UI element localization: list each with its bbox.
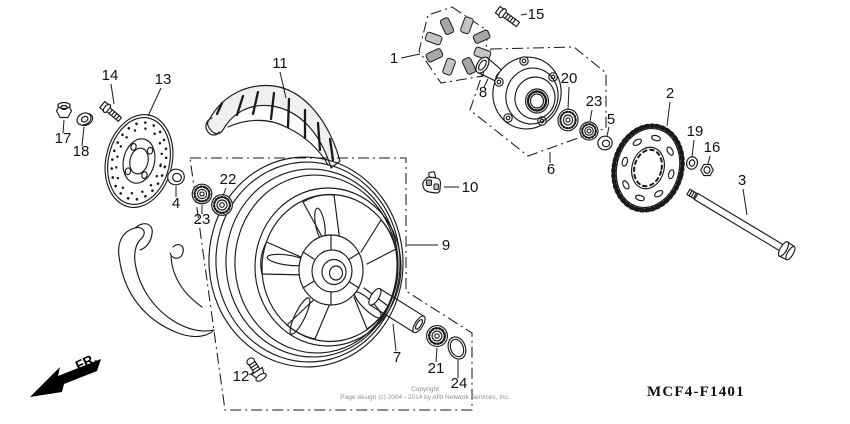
washer bbox=[76, 112, 94, 127]
copyright-line2: Page design (c) 2004 - 2014 by ARI Netwo… bbox=[340, 394, 510, 401]
tire-upper-section bbox=[205, 84, 341, 169]
oil-seal bbox=[557, 108, 579, 132]
axle-nut bbox=[55, 101, 73, 119]
leader-line-5 bbox=[606, 126, 610, 137]
rear-wheel bbox=[208, 156, 404, 368]
wheel-bearing-left bbox=[191, 183, 213, 205]
leader-line-3 bbox=[742, 188, 748, 216]
part-label-24[interactable]: 24 bbox=[451, 375, 468, 392]
part-label-2[interactable]: 2 bbox=[666, 85, 674, 102]
leader-line-1 bbox=[400, 53, 421, 59]
leader-line-14 bbox=[110, 83, 115, 105]
axle-spacer-tube bbox=[368, 287, 426, 334]
leader-line-11 bbox=[279, 71, 287, 99]
part-label-1[interactable]: 1 bbox=[390, 50, 398, 67]
part-label-15[interactable]: 15 bbox=[528, 6, 545, 23]
part-label-16[interactable]: 16 bbox=[704, 139, 721, 156]
part-label-8[interactable]: 8 bbox=[479, 84, 487, 101]
plain-washer bbox=[685, 156, 699, 170]
leader-line-12 bbox=[248, 371, 255, 376]
leader-line-8 bbox=[483, 78, 489, 88]
tire-lower-section bbox=[118, 223, 215, 338]
leader-line-19 bbox=[691, 139, 695, 158]
flange-studs bbox=[494, 56, 558, 126]
leader-line-22 bbox=[222, 187, 227, 197]
wheel-bearing-right bbox=[426, 325, 448, 347]
leader-line-21 bbox=[435, 347, 438, 363]
diagram-code: MCF4-F1401 bbox=[647, 384, 745, 400]
leader-line-16 bbox=[707, 155, 711, 165]
flange-bolt bbox=[494, 5, 521, 28]
final-driven-flange bbox=[492, 56, 562, 130]
o-ring bbox=[447, 336, 467, 360]
leader-line-15 bbox=[520, 13, 528, 16]
collar-b bbox=[597, 135, 613, 151]
part-callouts: 1234567891011121314151617181920212223232… bbox=[55, 6, 748, 392]
part-label-12[interactable]: 12 bbox=[233, 368, 250, 385]
part-label-23[interactable]: 23 bbox=[586, 93, 603, 110]
part-label-20[interactable]: 20 bbox=[561, 70, 578, 87]
part-label-9[interactable]: 9 bbox=[442, 237, 450, 254]
leader-line-2 bbox=[666, 101, 671, 127]
flange-bearing bbox=[579, 121, 599, 141]
leader-line-17 bbox=[62, 119, 65, 134]
flange-group-outline bbox=[469, 46, 607, 157]
part-label-10[interactable]: 10 bbox=[462, 179, 479, 196]
brake-disc bbox=[104, 114, 174, 208]
dust-seal-left bbox=[211, 194, 233, 216]
leader-line-7 bbox=[392, 323, 397, 352]
copyright-line1: Copyright bbox=[411, 386, 439, 393]
part-label-3[interactable]: 3 bbox=[738, 172, 746, 189]
part-label-21[interactable]: 21 bbox=[428, 360, 445, 377]
part-label-5[interactable]: 5 bbox=[607, 111, 615, 128]
part-label-14[interactable]: 14 bbox=[102, 67, 119, 84]
part-label-4[interactable]: 4 bbox=[172, 195, 180, 212]
part-label-13[interactable]: 13 bbox=[155, 71, 172, 88]
front-direction-indicator: FR. bbox=[30, 351, 101, 397]
part-label-18[interactable]: 18 bbox=[73, 143, 90, 160]
disc-bolt bbox=[99, 100, 123, 122]
leader-line-18 bbox=[81, 126, 85, 147]
side-collar bbox=[167, 168, 185, 186]
tire-valve bbox=[246, 357, 267, 382]
wheel-group-outline bbox=[189, 157, 473, 411]
driven-sprocket bbox=[611, 123, 685, 213]
part-label-11[interactable]: 11 bbox=[272, 55, 288, 72]
part-label-19[interactable]: 19 bbox=[687, 123, 704, 140]
leader-line-13 bbox=[147, 87, 162, 117]
part-label-6[interactable]: 6 bbox=[547, 161, 555, 178]
leader-line-20 bbox=[567, 86, 570, 110]
part-label-7[interactable]: 7 bbox=[393, 349, 401, 366]
damper-set bbox=[424, 16, 492, 76]
part-label-23[interactable]: 23 bbox=[194, 211, 211, 228]
part-label-17[interactable]: 17 bbox=[55, 130, 72, 147]
sprocket-nut bbox=[700, 163, 714, 177]
fr-arrow-icon bbox=[30, 359, 101, 397]
leader-line-23 bbox=[589, 109, 593, 122]
part-label-22[interactable]: 22 bbox=[220, 171, 237, 188]
balance-weight bbox=[422, 171, 442, 194]
rear-axle bbox=[686, 188, 796, 261]
